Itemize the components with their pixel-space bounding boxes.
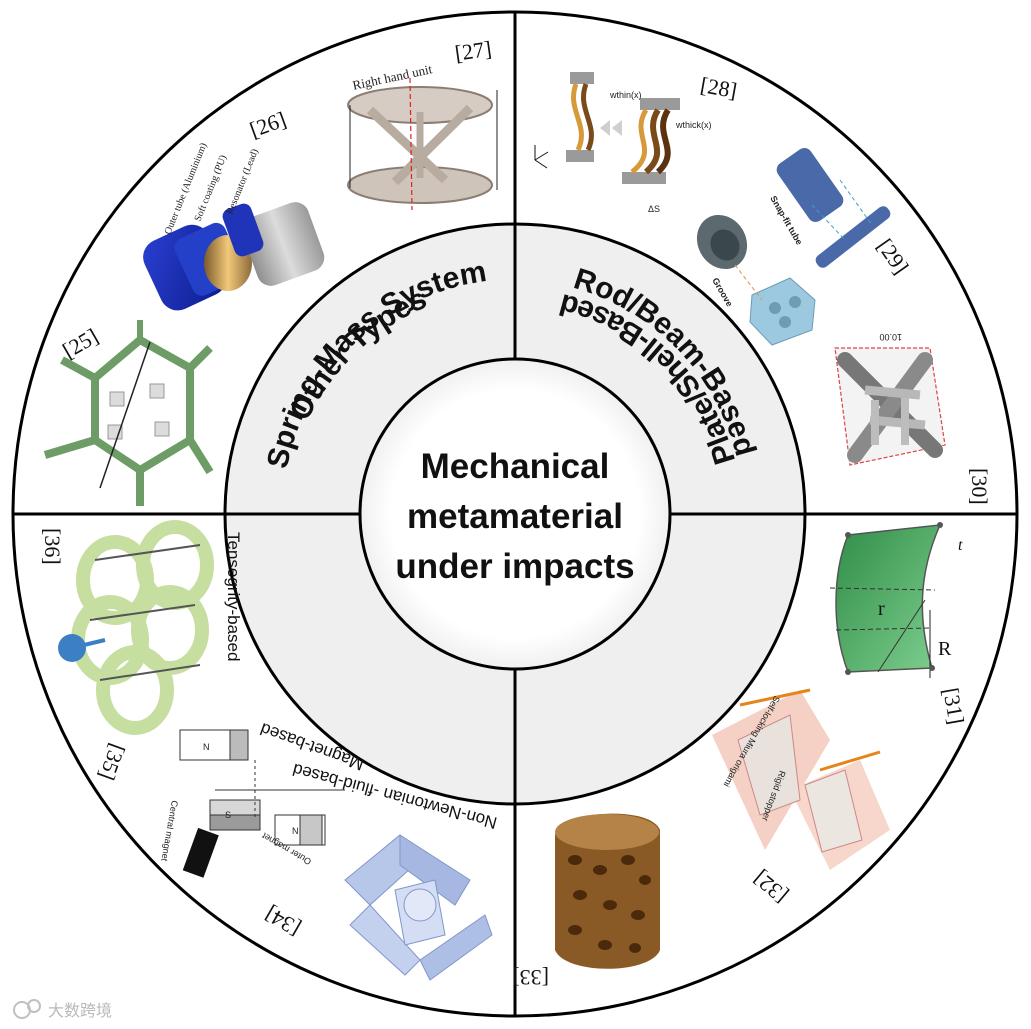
magnet-illustration [179,729,345,878]
watermark-logo: 大数跨境 [13,999,112,1020]
magnet-label-n-upper: N [203,742,210,752]
magnet-label-n-lower: N [292,826,299,836]
miura-origami-illustration [712,688,890,870]
annotation-w-thick: wthick(x) [675,120,712,130]
hexagonal-lattice-illustration [43,320,214,506]
ref-27: [27] [453,36,493,66]
symbol-r: r [878,598,885,620]
non-newtonian-lattice-illustration [344,834,493,981]
svg-text:大数跨境: 大数跨境 [48,1001,112,1020]
resonator-illustration [143,202,325,311]
ref-36: [36] [40,528,65,565]
snap-fit-illustration [696,147,891,346]
curved-beam-illustration [534,72,680,184]
center-title-line-3: under impacts [395,547,634,586]
center-circle [358,357,672,671]
porous-cylinder-illustration [555,813,660,969]
curved-shell-illustration [829,522,943,678]
rod-lattice-illustration [834,347,946,466]
ref-33: [33] [512,965,549,990]
annotation-dim-10: 10.00 [879,332,902,342]
annotation-delta-s: ΔS [648,204,660,214]
right-hand-unit-illustration [347,77,498,211]
ref-30: [30] [967,468,992,505]
annotation-w-thin: wthin(x) [609,90,642,100]
center-title-line-2: metamaterial [407,497,623,536]
symbol-R: R [938,638,952,660]
annotation-tensegrity: Tensegrity-based [224,532,243,661]
magnet-label-s-center: S [225,810,231,820]
center-title-line-1: Mechanical [421,447,610,486]
tensegrity-illustration [58,520,214,735]
symbol-t: t [958,537,963,554]
